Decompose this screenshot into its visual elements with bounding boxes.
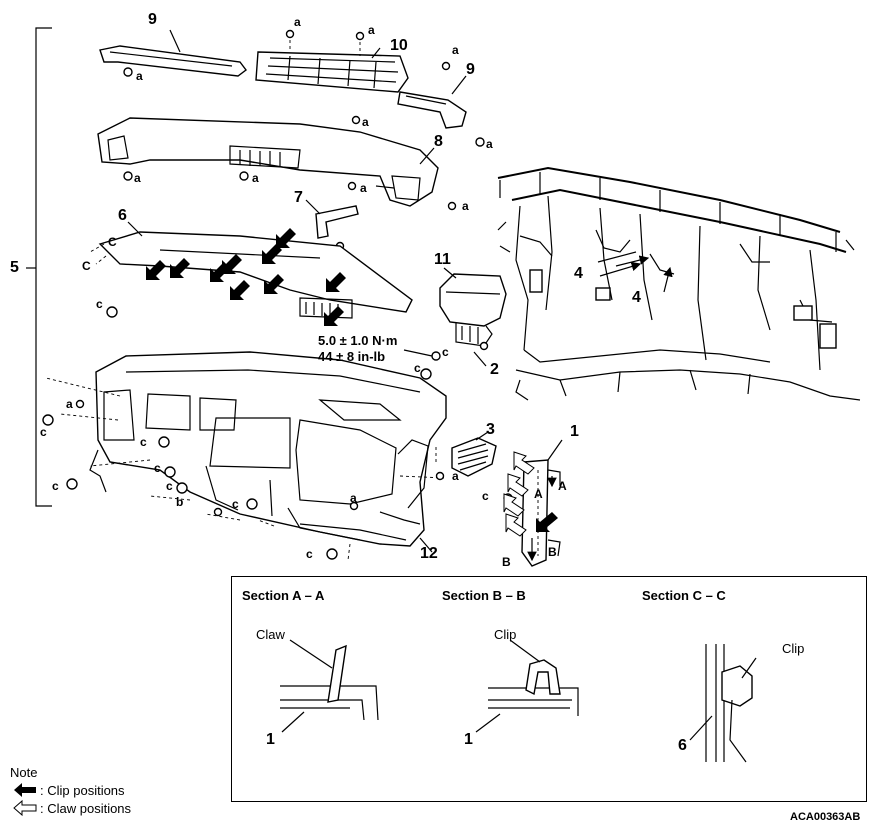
fastener-a: a <box>136 69 143 83</box>
fastener-c: c <box>232 497 239 511</box>
section-bb-drawing <box>475 639 579 733</box>
fastener-c: c <box>306 547 313 561</box>
section-bb-title: Section B – B <box>442 588 526 603</box>
section-cc-callout: Clip <box>782 641 805 656</box>
section-mark-b: B <box>502 555 511 569</box>
fastener-a: a <box>486 137 493 151</box>
section-mark-c: C <box>82 259 91 273</box>
fastener-c: c <box>96 297 103 311</box>
side-bracket <box>521 439 563 567</box>
section-aa-drawing <box>280 639 379 733</box>
part-label-11: 11 <box>434 251 451 268</box>
fastener-c: c <box>140 435 147 449</box>
side-duct-left <box>99 29 247 77</box>
side-duct-right <box>397 75 485 147</box>
fastener-c: c <box>40 425 47 439</box>
section-cc-part: 6 <box>678 737 687 754</box>
assembly-bracket <box>26 27 52 507</box>
part-label-2: 2 <box>490 361 499 378</box>
part-label-4-upper: 4 <box>574 265 583 282</box>
part-label-1: 1 <box>570 423 579 440</box>
part-label-6: 6 <box>118 207 127 224</box>
fastener-c: c <box>482 489 489 503</box>
fastener-b: b <box>176 495 184 509</box>
center-duct <box>97 115 457 211</box>
fastener-c: c <box>442 345 449 359</box>
section-aa-part: 1 <box>266 731 275 748</box>
part-label-9-left: 9 <box>148 11 157 28</box>
section-mark-c: C <box>108 235 117 249</box>
figure-code: ACA00363AB <box>790 811 861 823</box>
fastener-c: c <box>154 461 161 475</box>
clip-arrow-group <box>146 228 346 326</box>
fastener-a: a <box>134 171 141 185</box>
fastener-a: a <box>452 469 459 483</box>
part-label-7: 7 <box>294 189 303 206</box>
section-detail-box <box>231 576 867 802</box>
legend-arrows <box>13 783 37 817</box>
part-label-3: 3 <box>486 421 495 438</box>
section-cc-title: Section C – C <box>642 588 726 603</box>
section-aa-title: Section A – A <box>242 588 325 603</box>
fastener-a: a <box>294 15 301 29</box>
part-label-9-right: 9 <box>466 61 475 78</box>
section-mark-b: B <box>548 545 557 559</box>
part-label-12: 12 <box>420 545 438 562</box>
section-cc-drawing <box>689 644 757 763</box>
fastener-a: a <box>66 397 73 411</box>
claw-arrow-group <box>503 451 535 537</box>
section-bb-callout: Clip <box>494 627 517 642</box>
part-label-5: 5 <box>10 259 19 276</box>
part-label-8: 8 <box>434 133 443 150</box>
note-heading: Note <box>10 765 38 780</box>
fastener-a: a <box>360 181 367 195</box>
section-aa-callout: Claw <box>256 627 285 642</box>
fastener-a: a <box>462 199 469 213</box>
center-vent <box>255 29 451 93</box>
fastener-a: a <box>368 23 375 37</box>
fastener-a: a <box>452 43 459 57</box>
torque-spec-metric: 5.0 ± 1.0 N·m <box>318 333 398 348</box>
part-label-4-lower: 4 <box>632 289 641 306</box>
section-mark-a: A <box>534 487 543 501</box>
airbag-bolt <box>473 351 487 367</box>
part-label-10: 10 <box>390 37 408 54</box>
passenger-airbag <box>431 267 507 361</box>
side-vent-grille <box>451 431 497 477</box>
fastener-a: a <box>362 115 369 129</box>
fastener-c: c <box>166 479 173 493</box>
section-bb-part: 1 <box>464 731 473 748</box>
fastener-a: a <box>350 491 357 505</box>
note-claw-positions: : Claw positions <box>40 801 132 816</box>
torque-spec-imperial: 44 ± 8 in-lb <box>318 349 386 364</box>
note-clip-positions: : Clip positions <box>40 783 125 798</box>
section-mark-a: A <box>558 479 567 493</box>
steering-support-beam <box>497 166 861 401</box>
foot-duct <box>305 199 359 251</box>
fastener-c: c <box>52 479 59 493</box>
top-cover-panel <box>89 221 413 319</box>
instrument-panel <box>45 351 447 561</box>
fastener-c: c <box>414 361 421 375</box>
fastener-a: a <box>252 171 259 185</box>
